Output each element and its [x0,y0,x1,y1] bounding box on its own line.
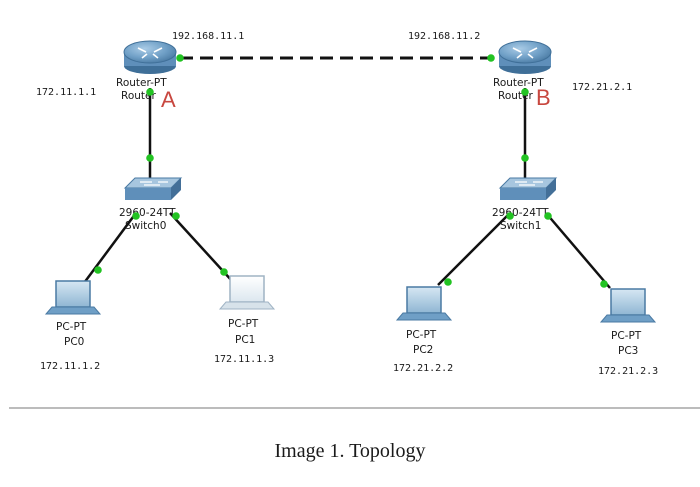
switch0-icon [123,177,183,200]
pc1[interactable]: PC-PT PC1 172.11.1.3 [214,275,276,365]
pc3-ip: 172.21.2.3 [598,366,658,377]
pc0-icon [44,280,102,315]
port-light [132,212,140,220]
pc2-name: PC2 [413,344,433,356]
link-switch0-pc0 [82,212,138,284]
router-a-icon [123,40,177,74]
port-light [220,268,228,276]
pc0[interactable]: PC-PT PC0 172.11.1.2 [40,280,102,372]
pc0-name: PC0 [64,336,84,348]
pc2-icon [395,286,453,321]
switch0-name: Switch0 [125,220,166,232]
router-a-lan-ip: 172.11.1.1 [36,87,96,98]
pc1-name: PC1 [235,334,255,346]
pc1-type: PC-PT [228,318,259,330]
pc3-name: PC3 [618,345,638,357]
router-a[interactable]: Router-PT Router A 172.11.1.1 192.168.11… [36,31,244,112]
port-light [544,212,552,220]
switch1-icon [498,177,558,200]
router-b-type: Router-PT [493,77,544,89]
pc0-type: PC-PT [56,321,87,333]
port-light [521,88,529,96]
router-a-wan-ip: 192.168.11.1 [172,31,244,42]
router-b-lan-ip: 172.21.2.1 [572,82,632,93]
port-light [444,278,452,286]
port-light [487,54,495,62]
switch0[interactable]: 2960-24TT Switch0 [119,177,183,232]
pc3-type: PC-PT [611,330,642,342]
pc2-type: PC-PT [406,329,437,341]
pc3[interactable]: PC-PT PC3 172.21.2.3 [598,288,658,377]
router-b-letter: B [536,85,551,110]
port-light [600,280,608,288]
port-light [146,154,154,162]
figure-caption: Image 1. Topology [274,440,426,462]
pc0-ip: 172.11.1.2 [40,361,100,372]
switch0-type: 2960-24TT [119,207,176,219]
pc1-ip: 172.11.1.3 [214,354,274,365]
port-light [521,154,529,162]
port-light [94,266,102,274]
router-a-letter: A [161,87,176,112]
pc2-ip: 172.21.2.2 [393,363,453,374]
link-switch1-pc3 [545,212,611,289]
switch1-name: Switch1 [500,220,541,232]
pc3-icon [599,288,657,323]
port-light [146,88,154,96]
router-b[interactable]: Router-PT Router B 172.21.2.1 192.168.11… [408,31,632,110]
port-light [172,212,180,220]
pc1-icon [218,275,276,310]
port-light [176,54,184,62]
port-light [506,212,514,220]
router-a-type: Router-PT [116,77,167,89]
router-b-wan-ip: 192.168.11.2 [408,31,480,42]
router-b-icon [498,40,552,74]
port-lights [94,54,608,288]
link-switch1-pc2 [437,212,511,286]
pc2[interactable]: PC-PT PC2 172.21.2.2 [393,286,453,374]
switch1[interactable]: 2960-24TT Switch1 [492,177,558,232]
switch1-type: 2960-24TT [492,207,549,219]
